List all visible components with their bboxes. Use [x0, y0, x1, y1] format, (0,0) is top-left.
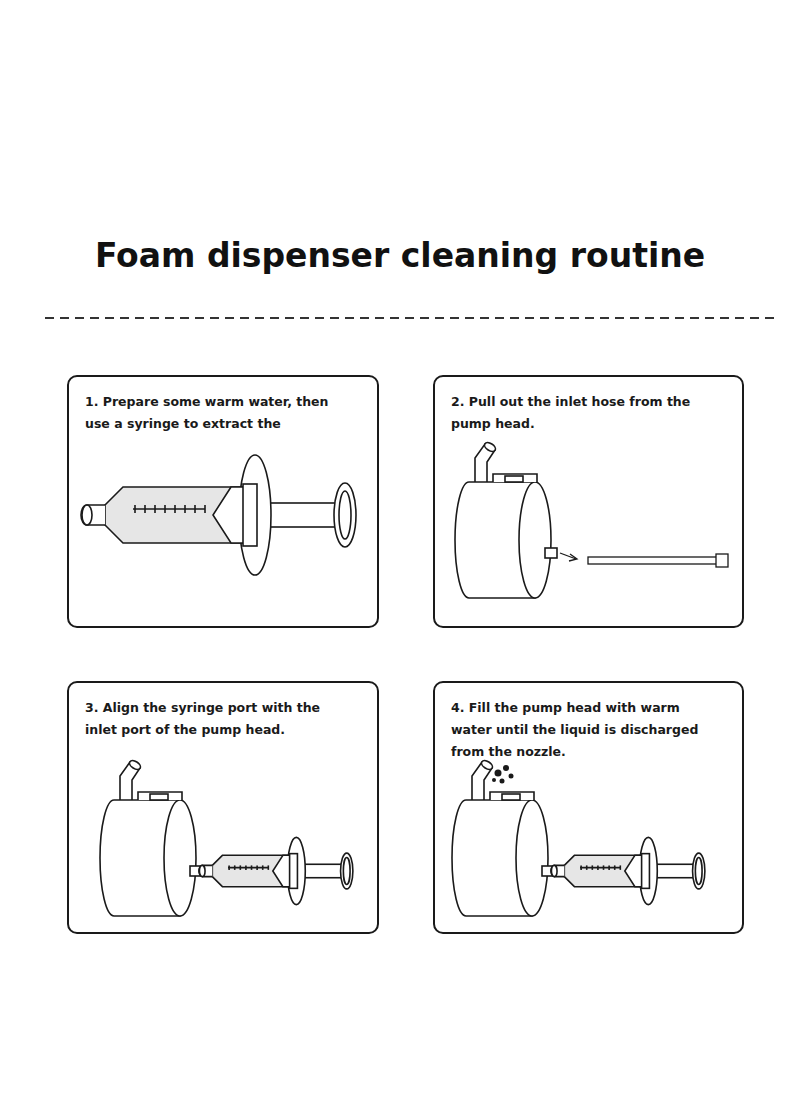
pump-head-drawing [452, 759, 554, 916]
title: Foam dispenser cleaning routine [0, 236, 800, 275]
divider-line [45, 317, 776, 319]
step-panel: 1. Prepare some warm water, then use a s… [67, 375, 379, 628]
syringe-drawing [551, 837, 705, 904]
pump-head-drawing [100, 759, 202, 916]
water-splash [492, 765, 514, 784]
step-panel: 2. Pull out the inlet hose from the pump… [433, 375, 744, 628]
step-text: 2. Pull out the inlet hose from the pump… [451, 391, 713, 435]
inlet-hose [560, 553, 728, 567]
syringe-drawing [81, 455, 356, 575]
step-text: 4. Fill the pump head with warm water un… [451, 697, 713, 763]
step-text: 1. Prepare some warm water, then use a s… [85, 391, 347, 435]
syringe-drawing [199, 837, 353, 904]
step-text: 3. Align the syringe port with the inlet… [85, 697, 347, 741]
step-panel: 3. Align the syringe port with the inlet… [67, 681, 379, 934]
step-panel: 4. Fill the pump head with warm water un… [433, 681, 744, 934]
pump-head-drawing [455, 441, 557, 598]
